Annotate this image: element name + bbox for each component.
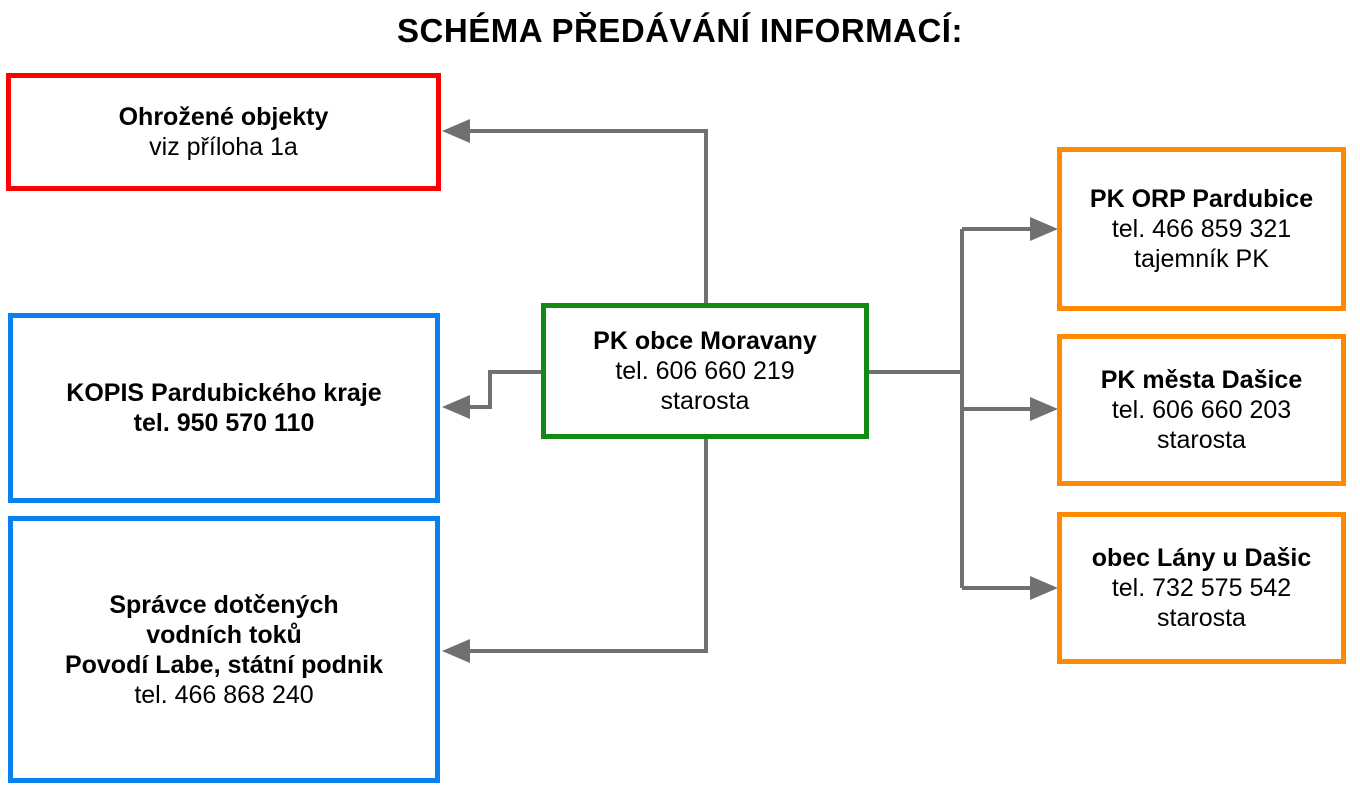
dasice-role: starosta [1157, 426, 1246, 454]
threatened-objects-note: viz příloha 1a [149, 133, 298, 161]
kopis-title: KOPIS Pardubického kraje [66, 379, 382, 407]
center-role: starosta [660, 387, 750, 415]
center-moravany-box: PK obce Moravany tel. 606 660 219 staros… [541, 303, 869, 439]
arrowhead-dasice [1030, 397, 1058, 421]
center-phone: tel. 606 660 219 [615, 357, 795, 385]
lany-role: starosta [1157, 604, 1246, 632]
water-authority-line3: Povodí Labe, státní podnik [64, 650, 384, 679]
orp-role: tajemník PK [1134, 245, 1269, 273]
water-authority-box: Správce dotčených vodních toků Povodí La… [8, 516, 440, 783]
arrowhead-threatened [442, 119, 470, 143]
orp-pardubice-box: PK ORP Pardubice tel. 466 859 321 tajemn… [1057, 147, 1346, 311]
dasice-phone: tel. 606 660 203 [1111, 396, 1292, 424]
dasice-title: PK města Dašice [1100, 366, 1303, 394]
kopis-box: KOPIS Pardubického kraje tel. 950 570 11… [8, 313, 440, 503]
arrowhead-water [442, 639, 470, 663]
arrowhead-orp [1030, 217, 1058, 241]
orp-title: PK ORP Pardubice [1089, 185, 1314, 213]
water-authority-phone: tel. 466 868 240 [134, 680, 314, 709]
orp-phone: tel. 466 859 321 [1111, 215, 1292, 243]
lany-title: obec Lány u Dašic [1091, 544, 1312, 572]
kopis-phone: tel. 950 570 110 [133, 409, 315, 437]
page-title: SCHÉMA PŘEDÁVÁNÍ INFORMACÍ: [397, 12, 963, 49]
dasice-box: PK města Dašice tel. 606 660 203 starost… [1057, 334, 1346, 486]
arrowhead-lany [1030, 576, 1058, 600]
lany-box: obec Lány u Dašic tel. 732 575 542 staro… [1057, 512, 1346, 664]
water-authority-line2: vodních toků [146, 620, 302, 649]
threatened-objects-box: Ohrožené objekty viz příloha 1a [6, 73, 441, 191]
arrow-to-water [466, 438, 708, 653]
center-title: PK obce Moravany [593, 327, 817, 355]
arrow-to-threatened [466, 129, 708, 304]
lany-phone: tel. 732 575 542 [1111, 574, 1292, 602]
water-authority-line1: Správce dotčených [109, 590, 339, 619]
arrow-to-kopis [466, 370, 544, 409]
arrowhead-kopis [442, 395, 470, 419]
threatened-objects-title: Ohrožené objekty [118, 103, 329, 131]
